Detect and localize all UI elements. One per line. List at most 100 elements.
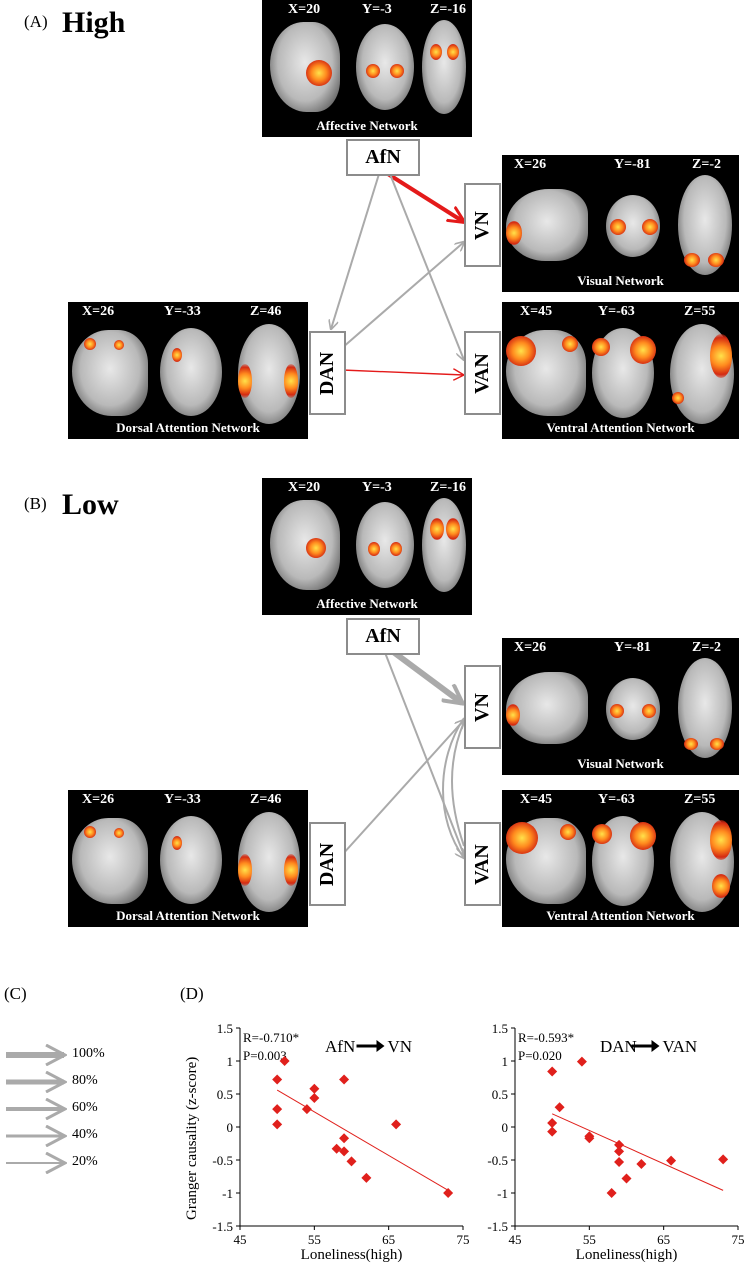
- x-tick-label: 75: [732, 1232, 745, 1247]
- affective-network-image-b: X=20 Y=-3 Z=-16 Affective Network: [262, 478, 472, 615]
- y-tick-label: -1: [497, 1186, 508, 1201]
- plot-title-source: AfN: [325, 1037, 355, 1056]
- data-point: [576, 1056, 587, 1067]
- node-dan-b: DAN: [309, 822, 346, 906]
- data-point: [361, 1172, 372, 1183]
- legend-label: 40%: [72, 1127, 98, 1142]
- legend-label: 20%: [72, 1154, 98, 1169]
- x-tick-label: 55: [583, 1232, 596, 1247]
- edge-dan-van: [341, 370, 464, 375]
- node-van-a: VAN: [464, 331, 501, 415]
- panel-a-title: High: [62, 6, 126, 39]
- x-tick-label: 55: [308, 1232, 321, 1247]
- data-point: [346, 1156, 357, 1167]
- data-point: [331, 1143, 342, 1154]
- edge-van-vn-b: [451, 722, 464, 847]
- y-tick-label: 1: [502, 1054, 509, 1069]
- node-vn-a: VN: [464, 183, 501, 267]
- data-point: [309, 1083, 320, 1094]
- y-tick-label: 1: [227, 1054, 234, 1069]
- edge-afn-van: [389, 173, 464, 360]
- plot-title-target: VN: [388, 1037, 413, 1056]
- node-vn-b: VN: [464, 665, 501, 749]
- plot-title-source: DAN: [600, 1037, 637, 1056]
- data-point: [391, 1119, 402, 1130]
- data-point: [584, 1131, 595, 1142]
- y-tick-label: 0.5: [492, 1087, 508, 1102]
- arrow-width-legend: [6, 1030, 130, 1180]
- x-tick-label: 65: [657, 1232, 670, 1247]
- y-tick-label: -0.5: [487, 1153, 508, 1168]
- data-point: [614, 1139, 625, 1150]
- data-point: [547, 1126, 558, 1137]
- x-axis-label: Loneliness(high): [301, 1247, 403, 1263]
- data-point: [718, 1154, 729, 1165]
- y-tick-label: -1.5: [487, 1219, 508, 1234]
- edge-afn-dan: [331, 173, 380, 329]
- plot-title-target: VAN: [663, 1037, 698, 1056]
- title-arrowhead-icon: [651, 1040, 660, 1052]
- node-dan-a: DAN: [309, 331, 346, 415]
- data-point: [339, 1074, 350, 1085]
- node-afn-a: AfN: [346, 139, 420, 176]
- panel-a-label: (A): [24, 12, 48, 31]
- panel-c-label: (C): [4, 984, 27, 1003]
- data-point: [584, 1133, 595, 1144]
- dorsal-attention-network-image-a: X=26 Y=-33 Z=46 Dorsal Attention Network: [68, 302, 308, 439]
- node-afn-b: AfN: [346, 618, 420, 655]
- visual-network-image-b: X=26 Y=-81 Z=-2 Visual Network: [502, 638, 739, 775]
- data-point: [279, 1056, 290, 1066]
- x-tick-label: 75: [457, 1232, 470, 1247]
- stat-p: P=0.003: [243, 1048, 287, 1063]
- node-van-b: VAN: [464, 822, 501, 906]
- data-point: [621, 1173, 632, 1184]
- data-point: [272, 1074, 283, 1085]
- data-point: [443, 1188, 454, 1198]
- title-arrowhead-icon: [376, 1040, 385, 1052]
- data-point: [339, 1146, 350, 1157]
- data-point: [309, 1092, 320, 1103]
- y-tick-label: 0: [227, 1120, 234, 1135]
- data-point: [272, 1104, 283, 1115]
- data-point: [614, 1156, 625, 1167]
- ventral-attention-network-image-a: X=45 Y=-63 Z=55 Ventral Attention Networ…: [502, 302, 739, 439]
- edge-afn-vn-b: [386, 645, 462, 703]
- legend-label: 60%: [72, 1100, 98, 1115]
- regression-line: [276, 1089, 449, 1191]
- data-point: [301, 1104, 312, 1115]
- edge-vn-van-b: [442, 717, 464, 858]
- affective-network-image-a: X=20 Y=-3 Z=-16 Affective Network: [262, 0, 472, 137]
- y-tick-label: -1.5: [212, 1219, 233, 1234]
- regression-line: [551, 1113, 724, 1191]
- y-tick-label: -0.5: [212, 1153, 233, 1168]
- data-point: [547, 1118, 558, 1129]
- legend-label: 80%: [72, 1073, 98, 1088]
- data-point: [554, 1102, 565, 1113]
- stat-r: R=-0.593*: [518, 1030, 574, 1045]
- stat-p: P=0.020: [518, 1048, 562, 1063]
- panel-b-title: Low: [62, 488, 119, 521]
- visual-network-image-a: X=26 Y=-81 Z=-2 Visual Network: [502, 155, 739, 292]
- x-axis-label: Loneliness(high): [576, 1247, 678, 1263]
- data-point: [339, 1133, 350, 1144]
- data-point: [547, 1066, 558, 1077]
- data-point: [606, 1188, 617, 1198]
- x-tick-label: 45: [234, 1232, 247, 1247]
- legend-label: 100%: [72, 1046, 105, 1061]
- edge-dan-vn-b: [341, 720, 464, 856]
- y-tick-label: 1.5: [217, 1021, 233, 1036]
- x-tick-label: 45: [509, 1232, 522, 1247]
- stat-r: R=-0.710*: [243, 1030, 299, 1045]
- data-point: [272, 1119, 283, 1130]
- ventral-attention-network-image-b: X=45 Y=-63 Z=55 Ventral Attention Networ…: [502, 790, 739, 927]
- y-tick-label: 1.5: [492, 1021, 508, 1036]
- panel-d-label: (D): [180, 984, 204, 1003]
- edge-afn-van-b: [383, 649, 464, 855]
- panel-b-label: (B): [24, 494, 47, 513]
- dorsal-attention-network-image-b: X=26 Y=-33 Z=46 Dorsal Attention Network: [68, 790, 308, 927]
- panel-b-connections: [341, 645, 746, 940]
- data-point: [636, 1158, 647, 1169]
- edge-dan-vn: [341, 242, 464, 349]
